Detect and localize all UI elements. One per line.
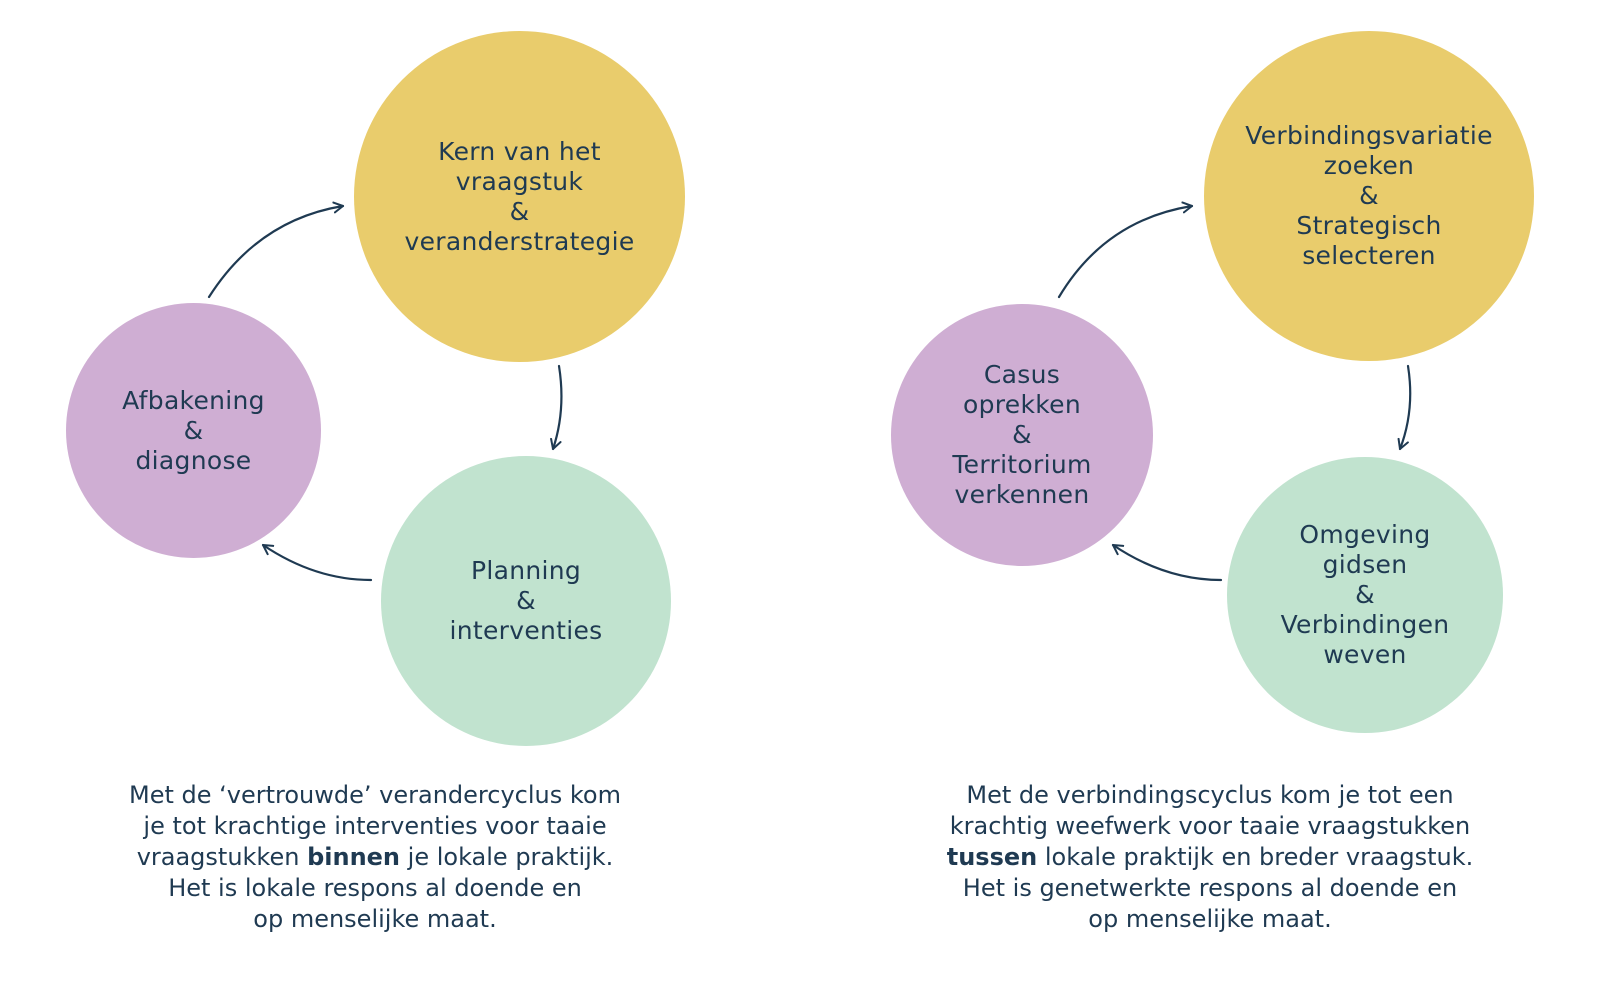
circle-label-line: vraagstuk [455, 166, 584, 196]
arrow-top-to-bottom [550, 364, 563, 451]
caption-verbindingscyclus: Met de verbindingscyclus kom je tot een … [880, 780, 1540, 935]
caption-line: tussen lokale praktijk en breder vraagst… [880, 842, 1540, 873]
circle-label-line: diagnose [135, 445, 252, 475]
circle-label-line: zoeken [1323, 151, 1415, 180]
circle-label-line: veranderstrategie [404, 226, 635, 256]
circle-label-line: weven [1323, 640, 1407, 669]
caption-line: vraagstukken binnen je lokale praktijk. [60, 842, 690, 873]
caption-line: op menselijke maat. [253, 905, 497, 933]
circle-label-line: oprekken [963, 390, 1081, 419]
caption-emphasis: binnen [307, 843, 401, 871]
arrow-bottom-to-left [261, 543, 373, 582]
circle-label-line: Strategisch [1296, 211, 1442, 240]
circle-label-line: Verbindingsvariatie [1245, 121, 1493, 150]
circle-label-line: & [183, 415, 204, 445]
caption-verandercyclus: Met de ‘vertrouwde’ verandercyclus kom j… [60, 780, 690, 935]
circle-afbakening-diagnose: Afbakening & diagnose [66, 303, 321, 558]
circle-label-line: Territorium [952, 450, 1092, 479]
arrow-right-top-to-bottom [1397, 364, 1412, 451]
caption-line: je tot krachtige interventies voor taaie [143, 812, 607, 840]
circle-kern-vraagstuk: Kern van het vraagstuk & veranderstrateg… [354, 31, 685, 362]
circle-label-line: Kern van het [438, 136, 601, 166]
circle-label-line: Verbindingen [1280, 610, 1450, 639]
arrow-left-to-top [207, 201, 345, 299]
circle-label-line: Afbakening [122, 385, 265, 415]
circle-verbindingsvariatie: Verbindingsvariatie zoeken & Strategisch… [1204, 31, 1534, 361]
circle-label-line: & [516, 586, 536, 615]
circle-label-line: interventies [449, 616, 603, 645]
caption-line: Het is lokale respons al doende en [168, 874, 582, 902]
circle-label-line: & [1355, 580, 1375, 609]
circle-planning-interventies: Planning & interventies [381, 456, 671, 746]
circle-label-line: gidsen [1322, 550, 1408, 579]
circle-omgeving-verbindingen: Omgeving gidsen & Verbindingen weven [1227, 457, 1503, 733]
caption-emphasis: tussen [946, 843, 1038, 871]
circle-label-line: Omgeving [1299, 520, 1431, 549]
caption-line: Het is genetwerkte respons al doende en [962, 874, 1458, 902]
circle-label-line: Planning [470, 556, 582, 585]
caption-line: Met de verbindingscyclus kom je tot een [966, 781, 1454, 809]
circle-label-line: Casus [983, 360, 1061, 389]
circle-label-line: verkennen [954, 480, 1090, 509]
circle-label-line: & [1012, 420, 1032, 449]
caption-line: krachtig weefwerk voor taaie vraagstukke… [949, 812, 1471, 840]
circle-label-line: & [509, 196, 530, 226]
circle-label-line: & [1359, 181, 1379, 210]
arrow-right-left-to-top [1057, 201, 1194, 299]
caption-text: lokale praktijk en breder vraagstuk. [1037, 843, 1474, 871]
circle-casus-territorium: Casus oprekken & Territorium verkennen [891, 304, 1153, 566]
caption-text: je lokale praktijk. [400, 843, 614, 871]
caption-line: op menselijke maat. [1088, 905, 1332, 933]
circle-label-line: selecteren [1302, 241, 1436, 270]
arrow-right-bottom-to-left [1111, 543, 1223, 582]
caption-line: Met de ‘vertrouwde’ verandercyclus kom [129, 781, 621, 809]
caption-text: vraagstukken [136, 843, 308, 871]
